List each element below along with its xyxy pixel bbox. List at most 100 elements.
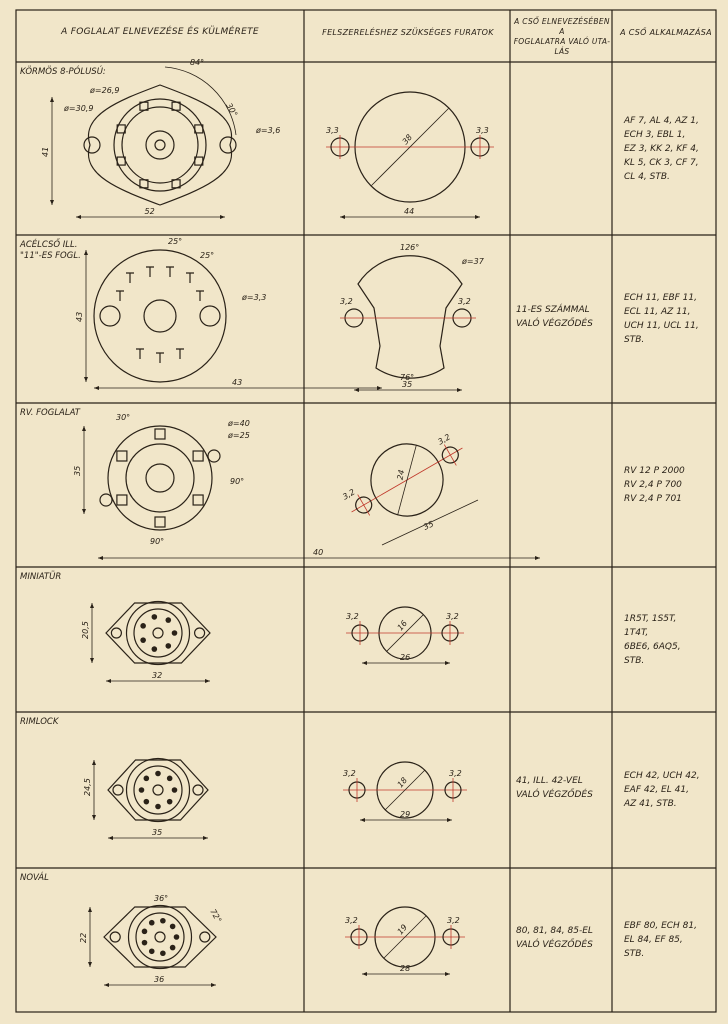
dimension-label: 43	[232, 378, 242, 387]
row-label: Miniatür	[20, 572, 61, 583]
dimension-line	[381, 499, 479, 546]
screw-hole	[192, 784, 204, 796]
socket-contact	[116, 450, 128, 462]
socket-flange	[87, 84, 233, 206]
socket-contact	[171, 101, 181, 111]
socket-contact	[140, 637, 146, 643]
screw-hole	[112, 784, 124, 796]
dimension-label: 44	[404, 207, 414, 216]
row-label: Rimlock	[20, 717, 58, 728]
tube-usage-list: EBF 80, ECH 81,EL 84, EF 85,STB.	[624, 919, 697, 961]
tube-type: ECL 11, AZ 11,	[624, 307, 691, 317]
dimension-label: 16	[396, 619, 409, 633]
socket-center	[145, 463, 175, 493]
dimension-label: 22	[79, 933, 88, 943]
socket-contact	[136, 348, 144, 359]
dimension-label: 3,2	[458, 297, 471, 306]
socket-contact	[171, 630, 178, 636]
tube-type: EAF 42, EL 41,	[624, 785, 689, 795]
tube-type: KL 5, CK 3, CF 7,	[624, 157, 699, 168]
tube-type: UCH 11, UCL 11,	[624, 321, 699, 331]
socket-ring	[135, 912, 185, 962]
socket-center	[145, 130, 175, 160]
tube-usage-list: AF 7, AL 4, AZ 1,ECH 3, EBL 1,EZ 3, KK 2…	[624, 114, 699, 184]
diameter-line	[385, 770, 425, 810]
socket-contact	[166, 775, 173, 782]
socket-contact	[173, 934, 180, 940]
socket-contact	[169, 944, 176, 951]
socket-contact	[165, 643, 172, 649]
tube-name-reference: 80, 81, 84, 85-elvaló végződés	[516, 924, 593, 952]
socket-body	[113, 98, 207, 192]
dimension-label: 36	[154, 975, 164, 984]
socket-contact	[143, 798, 150, 805]
reference-line: való végződés	[516, 319, 593, 329]
row-label-line: "11"-es fogl.	[20, 251, 81, 261]
socket-center	[152, 784, 164, 796]
row-label: Acélcső ill."11"-es fogl.	[20, 240, 81, 262]
dimension-label: 72°	[208, 908, 223, 925]
socket-contact	[148, 948, 155, 955]
socket-contact	[194, 124, 204, 134]
header-tube-usage: A cső alkalmazása	[620, 28, 712, 37]
row-label-line: Miniatür	[20, 572, 62, 582]
socket-body	[125, 600, 191, 666]
socket-contact	[196, 290, 204, 301]
tube-type: ECH 11, EBF 11,	[624, 293, 697, 303]
socket-center	[154, 931, 166, 943]
diameter-line	[386, 614, 424, 652]
socket-contact	[166, 266, 174, 277]
socket-body	[127, 904, 193, 970]
socket-contact	[139, 101, 149, 111]
socket-flange	[103, 906, 217, 968]
dimension-label: 35	[73, 466, 82, 476]
socket-body	[107, 425, 213, 531]
socket-contact	[186, 272, 194, 283]
row-label-line: RV. foglalat	[20, 408, 80, 418]
dimension-label: 43	[75, 312, 84, 322]
tube-type: 1R5T, 1S5T,	[624, 613, 677, 624]
screw-hole	[207, 449, 221, 463]
dimension-label: 40	[313, 548, 323, 557]
tube-type: AF 7, AL 4, AZ 1,	[624, 115, 699, 126]
dimension-label: ø=37	[461, 257, 485, 266]
dimension-label: 84°	[190, 58, 204, 67]
screw-hole	[99, 305, 121, 327]
tube-type: ECH 3, EBL 1,	[624, 129, 686, 140]
reference-line: való végződés	[516, 940, 593, 950]
socket-contact	[192, 450, 204, 462]
dimension-label: 24,5	[83, 778, 92, 796]
tube-type: RV 2,4 P 700	[624, 480, 682, 490]
socket-contact	[141, 939, 148, 946]
row-label: RV. foglalat	[20, 408, 80, 419]
row-label-line: Körmös 8-pólusú:	[20, 67, 106, 77]
tube-type: 1T4T,	[624, 627, 649, 638]
dimension-label: 3,2	[446, 612, 459, 621]
socket-ring	[133, 608, 183, 658]
socket-body	[93, 249, 227, 383]
screw-hole	[109, 931, 121, 943]
dimension-label: 3,2	[340, 297, 353, 306]
socket-contact	[146, 266, 154, 277]
diameter-line	[383, 915, 427, 959]
dimension-label: 3,3	[326, 126, 339, 135]
row-label-line: Rimlock	[20, 717, 59, 727]
row-label: Novál	[20, 873, 49, 884]
socket-contact	[169, 923, 176, 930]
socket-contact	[116, 124, 126, 134]
socket-center	[143, 299, 177, 333]
dimension-label: ø=30,9	[63, 104, 93, 113]
dimension-label: 19	[396, 923, 409, 937]
socket-flange	[107, 759, 209, 821]
angle-arc	[164, 66, 237, 136]
tube-type: EBF 80, ECH 81,	[624, 921, 697, 931]
socket-contact	[116, 494, 128, 506]
dimension-label: 24	[396, 469, 407, 481]
screw-hole	[110, 627, 123, 639]
socket-ring	[121, 106, 199, 184]
